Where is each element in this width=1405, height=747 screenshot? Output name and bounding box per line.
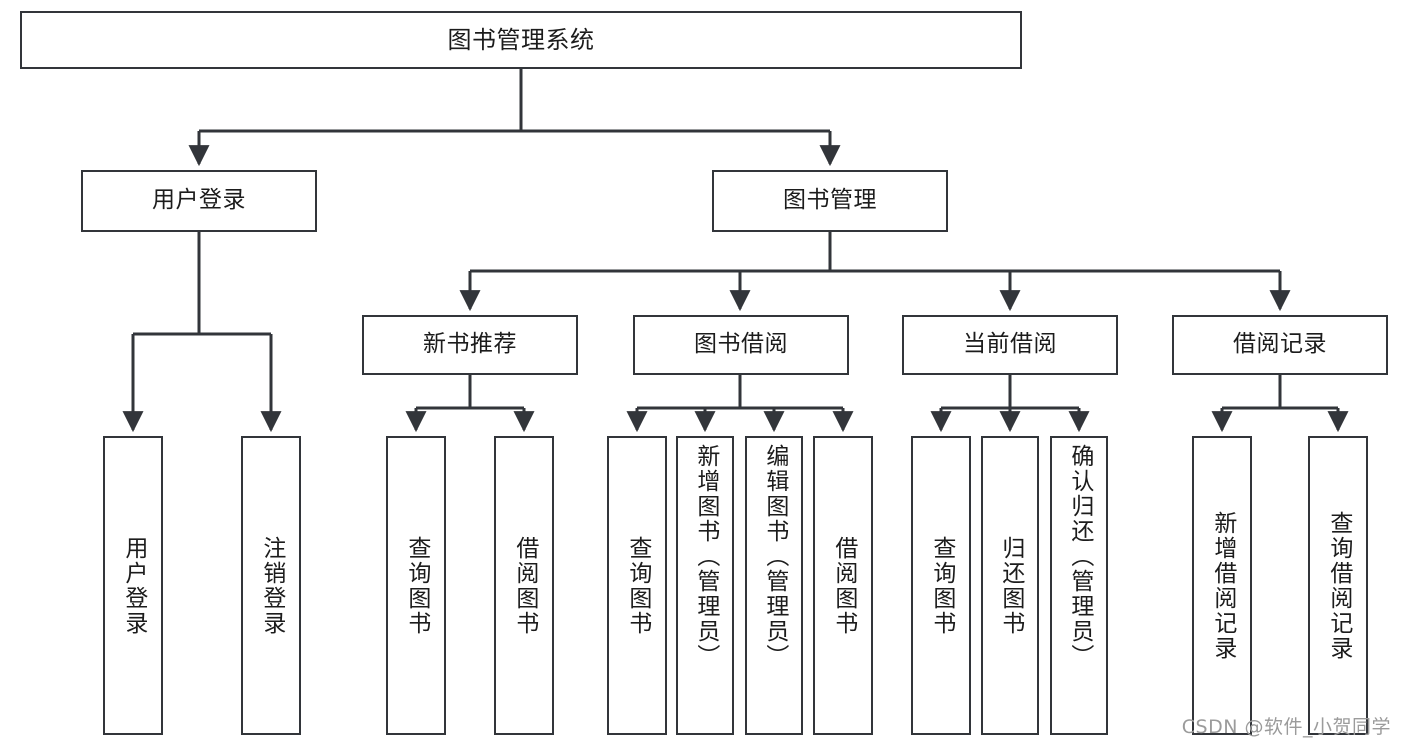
leaf-user-login-signout[interactable]: 注销登录 (241, 436, 301, 735)
leaf-book-borrow-edit-book-admin[interactable]: 编辑图书（管理员） (745, 436, 803, 735)
leaf-borrow-record-query-record[interactable]: 查询借阅记录 (1308, 436, 1368, 735)
leaf-current-borrow-query-book[interactable]: 查询图书 (911, 436, 971, 735)
leaf-new-book-borrow-book[interactable]: 借阅图书 (494, 436, 554, 735)
leaf-current-borrow-confirm-return-admin[interactable]: 确认归还（管理员） (1050, 436, 1108, 735)
node-root-book-management-system[interactable]: 图书管理系统 (20, 11, 1022, 69)
leaf-book-borrow-query-book[interactable]: 查询图书 (607, 436, 667, 735)
leaf-current-borrow-return-book[interactable]: 归还图书 (981, 436, 1039, 735)
leaf-book-borrow-borrow-book[interactable]: 借阅图书 (813, 436, 873, 735)
node-new-book-recommend[interactable]: 新书推荐 (362, 315, 578, 375)
leaf-user-login-signin[interactable]: 用户登录 (103, 436, 163, 735)
csdn-watermark: CSDN @软件_小贺同学 (1181, 716, 1391, 738)
node-book-borrow[interactable]: 图书借阅 (633, 315, 849, 375)
node-borrow-record[interactable]: 借阅记录 (1172, 315, 1388, 375)
node-book-management[interactable]: 图书管理 (712, 170, 948, 232)
node-user-login[interactable]: 用户登录 (81, 170, 317, 232)
leaf-book-borrow-add-book-admin[interactable]: 新增图书（管理员） (676, 436, 734, 735)
leaf-new-book-query-book[interactable]: 查询图书 (386, 436, 446, 735)
leaf-borrow-record-add-record[interactable]: 新增借阅记录 (1192, 436, 1252, 735)
node-current-borrow[interactable]: 当前借阅 (902, 315, 1118, 375)
